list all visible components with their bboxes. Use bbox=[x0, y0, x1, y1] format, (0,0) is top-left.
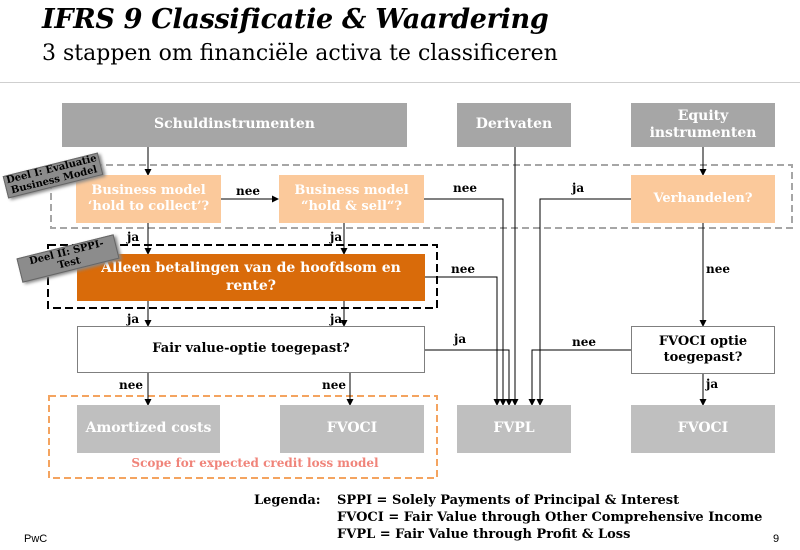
fvoci-outcome-right: FVOCI bbox=[631, 405, 775, 453]
derivatives-box: Derivaten bbox=[457, 103, 571, 147]
amortized-cost-outcome: Amortized costs bbox=[77, 405, 220, 453]
label-nee-fvo-to-amortized: nee bbox=[119, 378, 143, 392]
legend-line-sppi: SPPI = Solely Payments of Principal & In… bbox=[337, 493, 680, 508]
label-ja-option-to-fvoci: ja bbox=[706, 377, 719, 391]
business-model-hold-to-collect-box: Business model ‘hold to collect’? bbox=[76, 175, 221, 223]
fvoci-outcome-left: FVOCI bbox=[280, 405, 424, 453]
page-subtitle: 3 stappen om financiële activa te classi… bbox=[42, 41, 558, 66]
equity-instruments-box: Equity instrumenten bbox=[631, 103, 775, 147]
sppi-test-box: Alleen betalingen van de hoofdsom en ren… bbox=[77, 254, 425, 301]
label-ja-sppi-to-fvo-left: ja bbox=[127, 312, 140, 326]
label-nee-option-to-fvpl: nee bbox=[572, 335, 596, 349]
label-ja-hs-to-sppi: ja bbox=[330, 230, 343, 244]
label-nee-sppi-to-fvpl: nee bbox=[451, 262, 475, 276]
label-ja-htc-to-sppi: ja bbox=[127, 230, 140, 244]
trading-question-box: Verhandelen? bbox=[631, 175, 775, 223]
page-title: IFRS 9 Classificatie & Waardering bbox=[42, 4, 549, 35]
legend-line-fvoci: FVOCI = Fair Value through Other Compreh… bbox=[337, 510, 763, 525]
ecl-scope-caption: Scope for expected credit loss model bbox=[131, 456, 379, 470]
legend-line-fvpl: FVPL = Fair Value through Profit & Loss bbox=[337, 527, 631, 542]
label-ja-fvo-to-fvpl: ja bbox=[454, 332, 467, 346]
label-ja-trading-to-fvpl: ja bbox=[572, 181, 585, 195]
label-nee-hs-to-fvpl: nee bbox=[453, 181, 477, 195]
debt-instruments-box: Schuldinstrumenten bbox=[62, 103, 407, 147]
fvoci-option-box: FVOCI optie toegepast? bbox=[631, 326, 775, 374]
label-nee-fvo-to-fvoci: nee bbox=[322, 378, 346, 392]
fair-value-option-box: Fair value-optie toegepast? bbox=[77, 326, 425, 373]
label-ja-sppi-to-fvo-right: ja bbox=[330, 312, 343, 326]
legend-label: Legenda: bbox=[254, 493, 321, 508]
footer-brand: PwC bbox=[24, 533, 48, 545]
fvpl-outcome: FVPL bbox=[457, 405, 571, 453]
ecl-scope-frame bbox=[48, 395, 438, 479]
page-number: 9 bbox=[773, 533, 780, 545]
title-divider bbox=[0, 82, 800, 83]
business-model-hold-and-sell-box: Business model “hold & sell“? bbox=[279, 175, 424, 223]
business-model-frame bbox=[50, 164, 793, 229]
label-nee-htc-to-hs: nee bbox=[236, 184, 260, 198]
label-nee-trading-to-option: nee bbox=[706, 262, 730, 276]
